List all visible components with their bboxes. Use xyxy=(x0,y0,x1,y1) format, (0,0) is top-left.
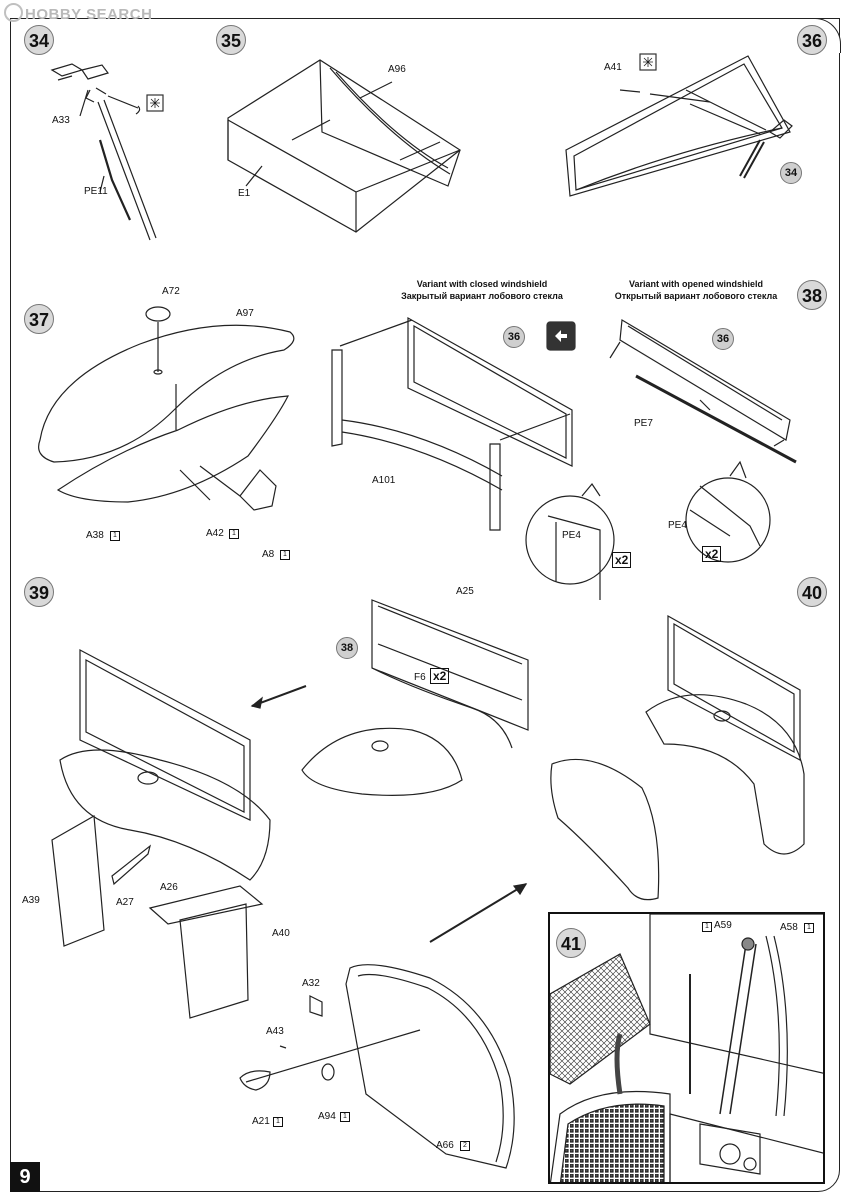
qty-a8: 1 xyxy=(280,550,290,560)
part-label-a97: A97 xyxy=(236,308,254,319)
part-label-a38: A38 xyxy=(86,530,104,541)
qty-x2-opened: x2 xyxy=(702,546,722,562)
part-label-a43: A43 xyxy=(266,1026,284,1037)
variant-closed-caption: Variant with closed windshield Закрытый … xyxy=(382,278,582,302)
step-34-drawing xyxy=(50,63,157,241)
step-number-35: 35 xyxy=(216,25,246,55)
part-label-a101: A101 xyxy=(372,475,396,486)
variant-opened-caption: Variant with opened windshield Открытый … xyxy=(596,278,796,302)
part-label-pe11: PE11 xyxy=(84,186,108,197)
cut-icon xyxy=(146,94,164,112)
part-label-e1: E1 xyxy=(238,188,251,199)
part-label-a42: A42 xyxy=(206,528,224,539)
step-41-inset: 41 1 A59 A58 1 xyxy=(548,912,825,1184)
part-label-a72: A72 xyxy=(162,286,180,297)
part-label-a27: A27 xyxy=(116,897,134,908)
part-label-f6: F6 xyxy=(414,672,426,683)
ref-step-38: 38 xyxy=(336,637,358,659)
qty-a38: 1 xyxy=(110,531,120,541)
ref-step-36-closed: 36 xyxy=(503,326,525,348)
a25-assembly-drawing xyxy=(301,599,529,796)
part-label-a58: A58 xyxy=(780,922,798,933)
step-number-40: 40 xyxy=(797,577,827,607)
page-frame xyxy=(10,18,840,1192)
windshield-closed-drawing xyxy=(331,316,573,531)
step-36-drawing xyxy=(565,55,793,197)
variant-closed-ru: Закрытый вариант лобового стекла xyxy=(401,291,563,301)
step-38-drawing xyxy=(609,319,797,464)
step-number-36: 36 xyxy=(797,25,827,55)
qty-a21: 1 xyxy=(273,1117,283,1127)
step-number-37: 37 xyxy=(24,304,54,334)
step-number-38: 38 xyxy=(797,280,827,310)
step-number-39: 39 xyxy=(24,577,54,607)
part-label-a21: A21 xyxy=(252,1116,270,1127)
part-label-a40: A40 xyxy=(272,928,290,939)
part-label-a39: A39 xyxy=(22,895,40,906)
step-number-34: 34 xyxy=(24,25,54,55)
step-number-41: 41 xyxy=(556,928,586,958)
step-39-drawing xyxy=(51,649,307,1019)
qty-a42: 1 xyxy=(229,529,239,539)
part-label-a41: A41 xyxy=(604,62,622,73)
ref-step-36-opened: 36 xyxy=(712,328,734,350)
step-35-drawing xyxy=(227,59,462,233)
part-label-a25: A25 xyxy=(456,586,474,597)
part-label-a96: A96 xyxy=(388,64,406,75)
cut-icon-2 xyxy=(639,53,657,71)
part-label-a33: A33 xyxy=(52,115,70,126)
step-41-drawing xyxy=(550,914,823,1182)
ref-step-34: 34 xyxy=(780,162,802,184)
step-37-drawing xyxy=(38,306,295,511)
qty-a58: 1 xyxy=(804,923,814,933)
part-label-a59: A59 xyxy=(714,920,732,931)
qty-x2-f6: x2 xyxy=(430,668,450,684)
part-label-pe4-opened: PE4 xyxy=(668,520,687,531)
part-label-a66: A66 xyxy=(436,1140,454,1151)
a66-assembly-drawing xyxy=(239,964,515,1169)
part-label-a26: A26 xyxy=(160,882,178,893)
page-number: 9 xyxy=(10,1162,40,1192)
part-label-a94: A94 xyxy=(318,1111,336,1122)
qty-a59: 1 xyxy=(702,922,712,932)
qty-x2-closed: x2 xyxy=(612,552,632,568)
detail-circle-closed xyxy=(525,495,615,585)
part-label-a32: A32 xyxy=(302,978,320,989)
part-label-a8: A8 xyxy=(262,549,275,560)
hobbysearch-logo-icon xyxy=(4,3,23,22)
part-label-pe4-closed: PE4 xyxy=(562,530,581,541)
variant-opened-ru: Открытый вариант лобового стекла xyxy=(614,291,778,301)
step-40-drawing xyxy=(429,614,805,943)
qty-a94: 1 xyxy=(340,1112,350,1122)
qty-a66: 2 xyxy=(460,1141,470,1151)
variant-opened-en: Variant with opened windshield xyxy=(628,279,763,289)
watermark: HOBBY SEARCH xyxy=(4,3,152,23)
variant-closed-en: Variant with closed windshield xyxy=(416,279,548,289)
part-label-pe7: PE7 xyxy=(634,418,653,429)
detail-circle-opened xyxy=(685,477,771,563)
